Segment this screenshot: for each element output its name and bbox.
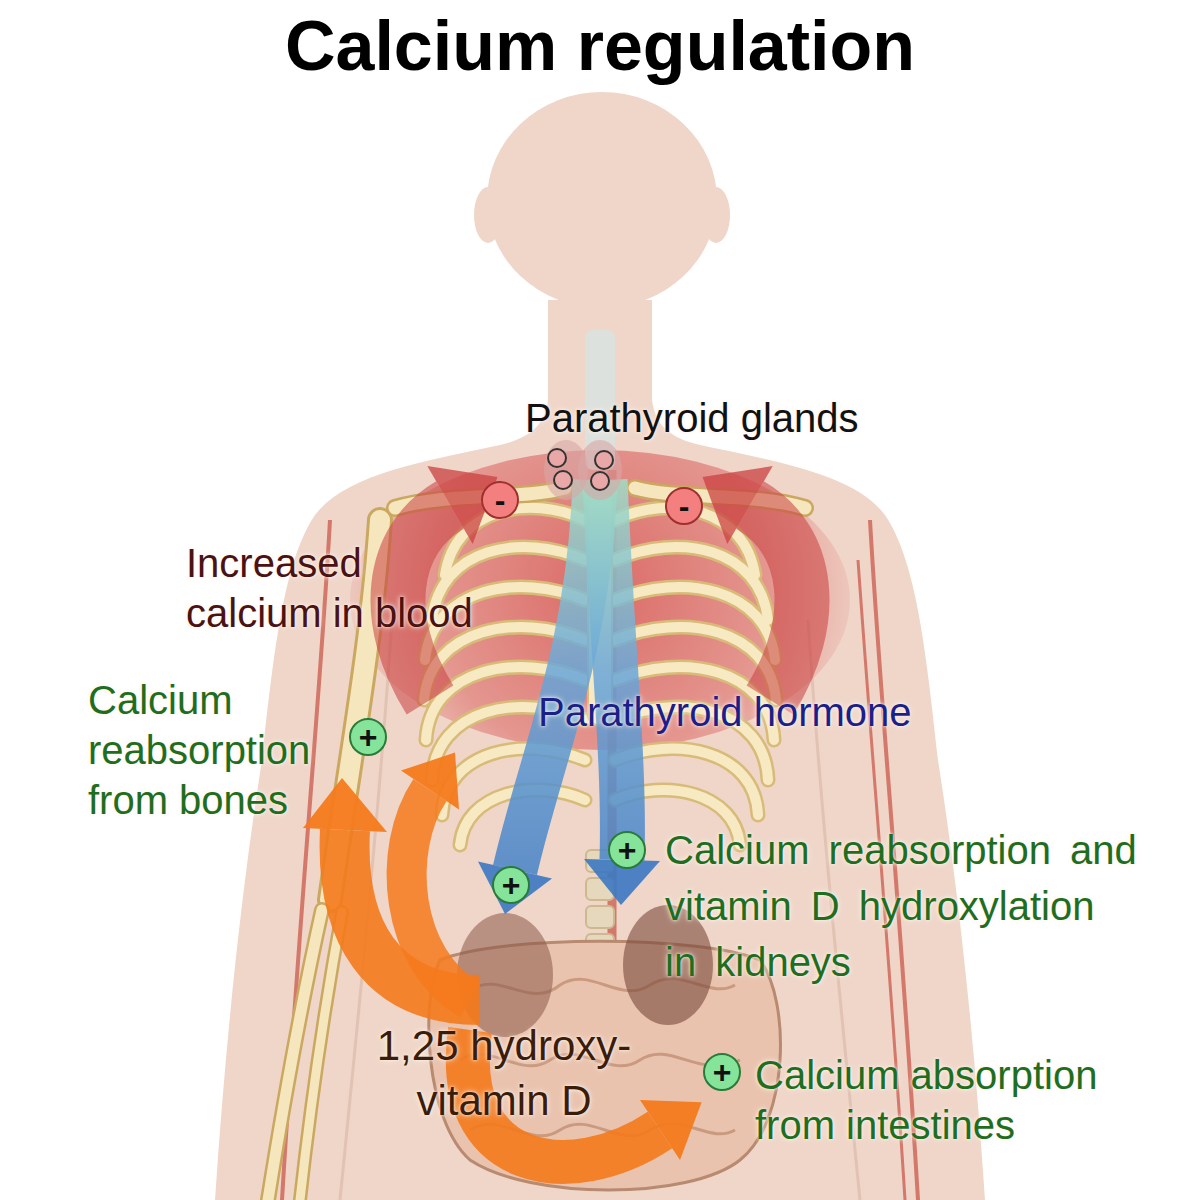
effect-label: Calcium reabsorption from bones [88,675,328,825]
sign-symbol: + [713,1056,732,1088]
diagram-title: Calcium regulation [0,6,1200,86]
hormone-label: Parathyroid hormone [538,687,938,737]
sign-symbol: - [495,484,506,516]
ear [702,187,730,243]
vitamin-d-arrows [303,753,702,1162]
arrowhead [703,466,773,544]
plus-sign: + [608,831,646,869]
hormone-arrow [605,480,622,860]
arrowhead [478,862,552,914]
plus-sign: + [492,866,530,904]
sign-symbol: + [502,869,521,901]
gland-label: Parathyroid glands [525,393,885,443]
ear [474,187,502,243]
head [487,92,717,308]
vitamin-label: 1,25 hydroxy- vitamin D [364,1018,644,1128]
plus-sign: + [349,718,387,756]
effect-label: Calcium absorption from intestines [755,1050,1115,1150]
effect-label: Calcium reabsorption and vitamin D hydro… [665,822,1141,990]
sign-symbol: + [618,834,637,866]
calcium-feedback-arrow [750,505,802,700]
minus-sign: - [481,481,519,519]
sign-symbol: + [359,721,378,753]
plus-sign: + [703,1053,741,1091]
sign-symbol: - [679,490,690,522]
minus-sign: - [665,487,703,525]
hormone-arrow [515,480,595,870]
thyroid [544,440,622,500]
blood-label: Increased calcium in blood [186,538,486,638]
